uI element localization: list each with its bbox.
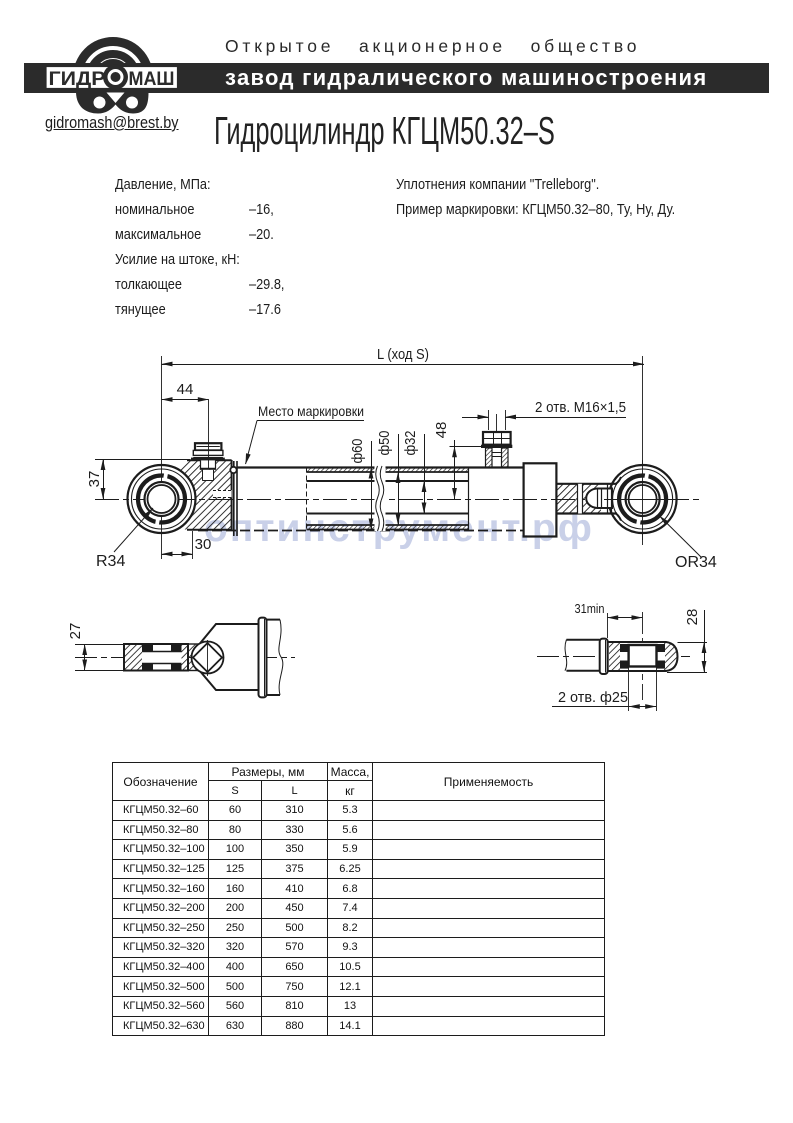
svg-text:28: 28: [684, 609, 701, 626]
svg-text:ГИДР: ГИДР: [49, 69, 106, 90]
svg-text:R34: R34: [96, 553, 125, 570]
svg-text:L (ход S): L (ход S): [377, 346, 429, 363]
svg-text:ф60: ф60: [349, 439, 366, 464]
svg-text:37: 37: [86, 471, 103, 488]
svg-text:Место маркировки: Место маркировки: [258, 403, 364, 419]
svg-text:31min: 31min: [575, 601, 605, 616]
svg-text:44: 44: [177, 381, 194, 398]
svg-text:ф50: ф50: [376, 431, 393, 456]
svg-text:2 отв. М16×1,5: 2 отв. М16×1,5: [535, 400, 626, 416]
svg-text:27: 27: [67, 623, 84, 640]
svg-text:48: 48: [433, 422, 450, 439]
svg-text:МАШ: МАШ: [129, 69, 175, 90]
svg-text:30: 30: [195, 536, 212, 553]
svg-text:ф32: ф32: [402, 431, 419, 456]
svg-text:2 отв. ф25: 2 отв. ф25: [558, 689, 628, 706]
svg-text:OR34: OR34: [675, 554, 717, 571]
